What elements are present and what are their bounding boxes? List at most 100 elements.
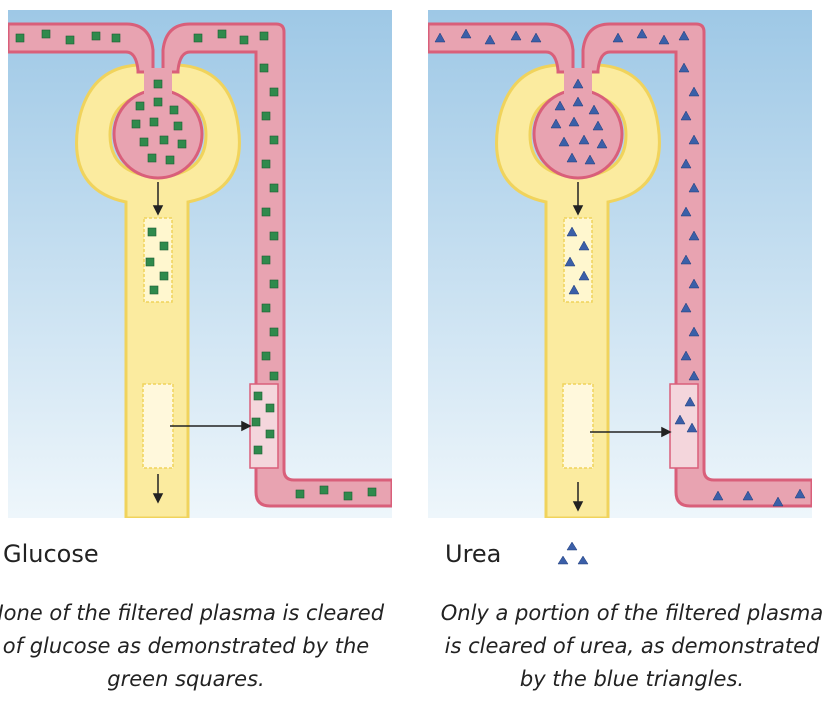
green-square	[239, 35, 249, 45]
green-square	[173, 121, 183, 131]
excretion-arrow	[572, 482, 584, 512]
green-square	[367, 487, 377, 497]
glucose-nephron-illustration	[8, 10, 392, 518]
green-square	[149, 285, 159, 295]
blue-triangle	[578, 270, 590, 281]
green-square	[253, 391, 263, 401]
urea-label: Urea	[445, 540, 502, 568]
blue-triangle	[688, 182, 700, 193]
green-square	[147, 227, 157, 237]
blue-triangle	[688, 86, 700, 97]
triangle-legend-icon	[557, 541, 589, 565]
tubule-window-lower	[562, 383, 594, 469]
blue-triangle	[460, 28, 472, 39]
blue-triangle	[572, 96, 584, 107]
blue-triangle	[568, 116, 580, 127]
blue-triangle	[636, 28, 648, 39]
blue-triangle	[680, 158, 692, 169]
blue-triangle	[680, 254, 692, 265]
green-square	[145, 257, 155, 267]
urea-triangles	[434, 28, 806, 507]
green-square	[15, 33, 25, 43]
green-square	[261, 303, 271, 313]
blue-triangle	[712, 490, 724, 501]
blue-triangle	[558, 136, 570, 147]
urea-diagram	[428, 10, 812, 518]
blue-triangle	[686, 422, 698, 433]
green-square	[261, 207, 271, 217]
green-square	[253, 445, 263, 455]
green-square	[261, 351, 271, 361]
blue-triangle	[772, 496, 784, 507]
blue-triangle	[680, 302, 692, 313]
green-square	[259, 63, 269, 73]
green-square	[295, 489, 305, 499]
blue-triangle	[680, 206, 692, 217]
green-square	[135, 101, 145, 111]
blue-triangle	[794, 488, 806, 499]
green-square	[165, 155, 175, 165]
green-square	[111, 33, 121, 43]
blue-triangle	[680, 110, 692, 121]
blue-triangle	[688, 134, 700, 145]
blue-triangle	[658, 34, 670, 45]
blue-triangle	[596, 138, 608, 149]
blue-triangle	[674, 414, 686, 425]
green-square	[269, 135, 279, 145]
green-square	[217, 29, 227, 39]
blue-triangle	[510, 30, 522, 41]
tubule-window-lower	[142, 383, 174, 469]
green-square	[269, 183, 279, 193]
green-square	[177, 139, 187, 149]
blue-triangle	[612, 32, 624, 43]
blue-triangle	[588, 104, 600, 115]
green-square	[259, 31, 269, 41]
filtration-arrow	[572, 182, 584, 216]
urea-nephron-illustration	[428, 10, 812, 518]
blood-vessel	[8, 22, 392, 508]
green-square	[139, 137, 149, 147]
green-square	[131, 119, 141, 129]
green-square	[261, 159, 271, 169]
secretion-arrow	[170, 420, 252, 432]
blood-vessel	[428, 22, 812, 508]
blue-triangle	[484, 34, 496, 45]
glucose-caption: None of the filtered plasma is cleared o…	[0, 601, 385, 691]
green-square	[159, 241, 169, 251]
blue-triangle	[584, 154, 596, 165]
blue-triangle	[566, 152, 578, 163]
blue-triangle	[434, 32, 446, 43]
blue-triangle	[566, 226, 578, 237]
green-square	[269, 87, 279, 97]
green-square	[149, 117, 159, 127]
blue-triangle	[550, 118, 562, 129]
green-square	[159, 135, 169, 145]
green-square	[319, 485, 329, 495]
blue-triangle	[572, 78, 584, 89]
blue-triangle	[592, 120, 604, 131]
green-square	[251, 417, 261, 427]
green-square	[91, 31, 101, 41]
green-square	[153, 97, 163, 107]
blue-triangle	[530, 32, 542, 43]
blue-triangle	[678, 62, 690, 73]
glucose-diagram	[8, 10, 392, 518]
green-square	[269, 231, 279, 241]
glucose-squares	[15, 29, 377, 501]
filtration-arrow	[152, 182, 164, 216]
blue-triangle	[578, 134, 590, 145]
green-square	[147, 153, 157, 163]
blue-triangle	[568, 284, 580, 295]
green-square	[269, 327, 279, 337]
blue-triangle	[564, 256, 576, 267]
blue-triangle	[578, 240, 590, 251]
green-square	[343, 491, 353, 501]
green-square	[265, 403, 275, 413]
green-square	[265, 429, 275, 439]
secretion-arrow	[590, 426, 672, 438]
urea-caption: Only a portion of the filtered plasma is…	[440, 601, 824, 691]
blue-triangle	[742, 490, 754, 501]
blue-triangle	[688, 326, 700, 337]
blue-triangle	[688, 230, 700, 241]
green-square	[261, 255, 271, 265]
